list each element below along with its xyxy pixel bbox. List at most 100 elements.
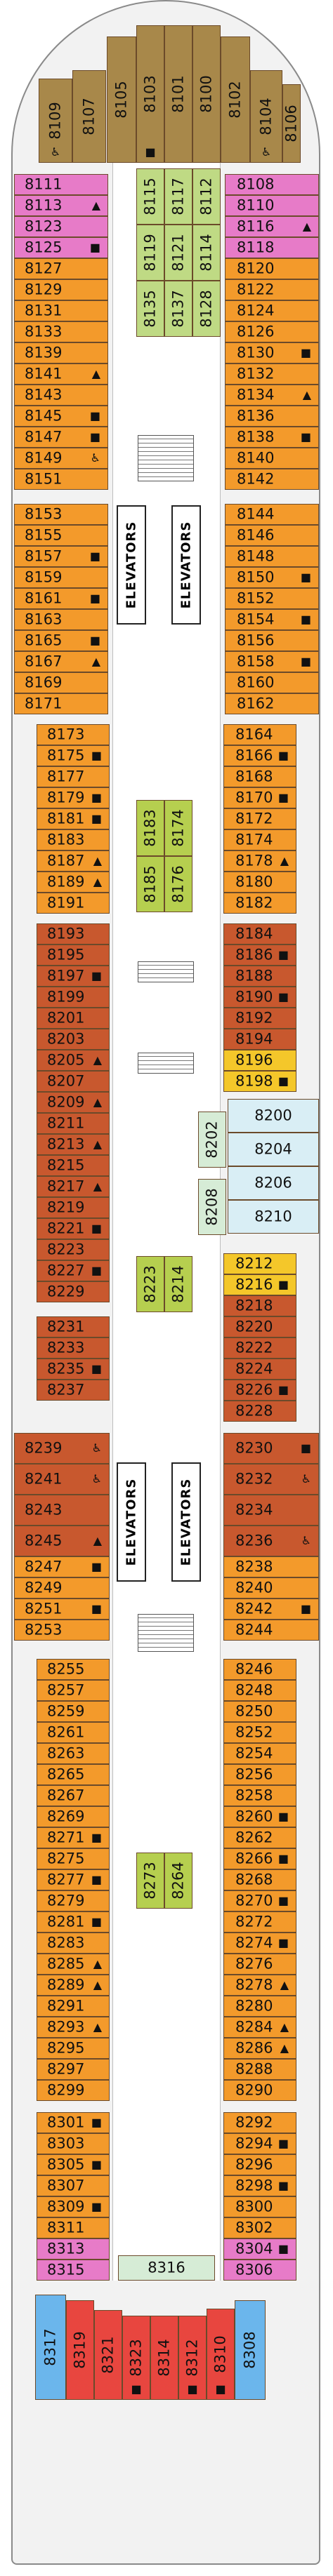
cabin-8272[interactable]: 8272 [223,1911,296,1933]
cabin-8255[interactable]: 8255 [37,1659,110,1680]
cabin-8147[interactable]: 8147■ [14,427,108,448]
cabin-8280[interactable]: 8280 [223,1996,296,2017]
cabin-8214[interactable]: 8214 [164,1256,192,1312]
cabin-8178[interactable]: 8178▲ [223,850,296,872]
cabin-8295[interactable]: 8295 [37,2038,110,2059]
cabin-8112[interactable]: 8112 [192,168,221,225]
cabin-8119[interactable]: 8119 [136,225,164,281]
cabin-8303[interactable]: 8303 [37,2133,110,2154]
cabin-8315[interactable]: 8315 [37,2260,110,2281]
cabin-8231[interactable]: 8231 [37,1316,110,1337]
cabin-8192[interactable]: 8192 [223,1008,296,1029]
cabin-8129[interactable]: 8129 [14,279,108,300]
cabin-8106[interactable]: 8106 [282,84,301,163]
cabin-8264[interactable]: 8264 [164,1853,192,1909]
cabin-8166[interactable]: 8166■ [223,745,296,766]
cabin-8220[interactable]: 8220 [223,1316,296,1337]
cabin-8321[interactable]: 8321 [94,2310,122,2400]
cabin-8285[interactable]: 8285▲ [37,1954,110,1975]
cabin-8317[interactable]: 8317 [35,2295,66,2400]
cabin-8267[interactable]: 8267 [37,1785,110,1806]
cabin-8273[interactable]: 8273 [136,1853,164,1909]
cabin-8216[interactable]: 8216■ [223,1274,296,1295]
cabin-8301[interactable]: 8301■ [37,2112,110,2133]
cabin-8180[interactable]: 8180 [223,872,296,893]
cabin-8243[interactable]: 8243 [14,1495,110,1526]
cabin-8160[interactable]: 8160 [225,672,319,693]
cabin-8184[interactable]: 8184 [223,923,296,945]
cabin-8270[interactable]: 8270■ [223,1890,296,1911]
cabin-8236[interactable]: 8236♿ [223,1526,319,1556]
cabin-8171[interactable]: 8171 [14,693,108,714]
cabin-8251[interactable]: 8251■ [14,1599,110,1620]
cabin-8168[interactable]: 8168 [223,766,296,787]
cabin-8213[interactable]: 8213▲ [37,1134,110,1155]
cabin-8297[interactable]: 8297 [37,2059,110,2080]
cabin-8174[interactable]: 8174 [164,800,192,856]
cabin-8288[interactable]: 8288 [223,2059,296,2080]
cabin-8248[interactable]: 8248 [223,1680,296,1701]
cabin-8174[interactable]: 8174 [223,829,296,850]
cabin-8183[interactable]: 8183 [136,800,164,856]
cabin-8117[interactable]: 8117 [164,168,192,225]
cabin-8254[interactable]: 8254 [223,1743,296,1764]
cabin-8323[interactable]: 8323■ [122,2316,150,2400]
cabin-8191[interactable]: 8191 [37,893,110,914]
cabin-8222[interactable]: 8222 [223,1337,296,1359]
cabin-8101[interactable]: 8101 [164,25,192,163]
cabin-8241[interactable]: 8241♿ [14,1464,110,1495]
cabin-8208[interactable]: 8208 [198,1179,226,1235]
cabin-8223[interactable]: 8223 [136,1256,164,1312]
cabin-8111[interactable]: 8111 [14,174,108,195]
cabin-8155[interactable]: 8155 [14,525,108,546]
cabin-8170[interactable]: 8170■ [223,787,296,808]
cabin-8142[interactable]: 8142 [225,469,319,490]
cabin-8256[interactable]: 8256 [223,1764,296,1785]
cabin-8153[interactable]: 8153 [14,504,108,525]
cabin-8253[interactable]: 8253 [14,1620,110,1641]
cabin-8132[interactable]: 8132 [225,363,319,385]
cabin-8234[interactable]: 8234 [223,1495,319,1526]
cabin-8223[interactable]: 8223 [37,1239,110,1260]
cabin-8194[interactable]: 8194 [223,1029,296,1050]
cabin-8175[interactable]: 8175■ [37,745,110,766]
cabin-8259[interactable]: 8259 [37,1701,110,1722]
cabin-8198[interactable]: 8198■ [223,1071,296,1092]
cabin-8246[interactable]: 8246 [223,1659,296,1680]
cabin-8319[interactable]: 8319 [66,2300,94,2400]
cabin-8249[interactable]: 8249 [14,1577,110,1599]
cabin-8152[interactable]: 8152 [225,588,319,609]
cabin-8165[interactable]: 8165■ [14,630,108,651]
cabin-8100[interactable]: 8100 [192,25,221,163]
cabin-8130[interactable]: 8130■ [225,342,319,363]
cabin-8229[interactable]: 8229 [37,1281,110,1302]
cabin-8299[interactable]: 8299 [37,2080,110,2101]
cabin-8110[interactable]: 8110 [225,195,319,216]
cabin-8202[interactable]: 8202 [198,1112,226,1168]
cabin-8262[interactable]: 8262 [223,1827,296,1848]
cabin-8159[interactable]: 8159 [14,567,108,588]
cabin-8185[interactable]: 8185 [136,856,164,912]
cabin-8310[interactable]: 8310■ [207,2309,235,2400]
cabin-8312[interactable]: 8312■ [178,2316,207,2400]
cabin-8148[interactable]: 8148 [225,546,319,567]
cabin-8183[interactable]: 8183 [37,829,110,850]
cabin-8104[interactable]: 8104♿ [250,70,282,163]
cabin-8114[interactable]: 8114 [192,225,221,281]
cabin-8154[interactable]: 8154■ [225,609,319,630]
cabin-8195[interactable]: 8195 [37,945,110,966]
cabin-8289[interactable]: 8289▲ [37,1975,110,1996]
cabin-8228[interactable]: 8228 [223,1401,296,1422]
cabin-8252[interactable]: 8252 [223,1722,296,1743]
cabin-8151[interactable]: 8151 [14,469,108,490]
cabin-8257[interactable]: 8257 [37,1680,110,1701]
cabin-8125[interactable]: 8125■ [14,237,108,258]
cabin-8190[interactable]: 8190■ [223,987,296,1008]
cabin-8245[interactable]: 8245▲ [14,1526,110,1556]
cabin-8113[interactable]: 8113▲ [14,195,108,216]
cabin-8218[interactable]: 8218 [223,1295,296,1316]
cabin-8128[interactable]: 8128 [192,281,221,337]
cabin-8197[interactable]: 8197■ [37,966,110,987]
cabin-8161[interactable]: 8161■ [14,588,108,609]
cabin-8275[interactable]: 8275 [37,1848,110,1869]
